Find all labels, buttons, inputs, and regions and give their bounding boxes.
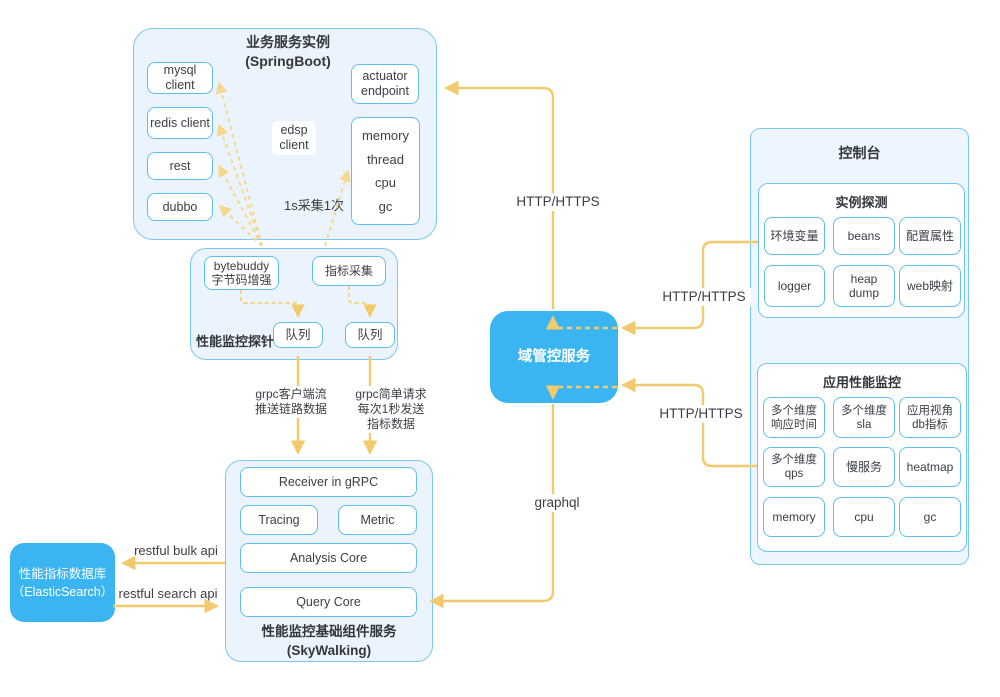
skywalking-title-line2: (SkyWalking) [286,643,372,658]
node-queue-1: 队列 [273,322,323,348]
springboot-title-line2: (SpringBoot) [245,53,331,69]
node-receiver-grpc: Receiver in gRPC [240,467,417,497]
item-env-vars: 环境变量 [764,217,825,255]
node-tracing: Tracing [240,505,318,535]
apm-title: 应用性能监控 [822,375,901,390]
console-apm-section: 应用性能监控 多个维度 响应时间 多个维度 sla 应用视角 db指标 多个维度… [757,363,967,552]
elasticsearch-title-line1: 性能指标数据库 [18,566,107,581]
node-bytebuddy: bytebuddy 字节码增强 [204,256,279,290]
item-gc: gc [899,497,961,537]
node-metric: Metric [338,505,417,535]
grpc-stream-line2: 推送链路数据 [254,402,327,416]
skywalking-title: 性能监控基础组件服务 (SkyWalking) [233,622,425,660]
springboot-title: 业务服务实例 (SpringBoot) [203,33,373,71]
metric-cpu: cpu [375,175,396,191]
elasticsearch-title-line2: （ElasticSearch） [11,584,114,599]
edge-label-graphql: graphql [528,494,586,512]
item-heap-dump: heap dump [833,265,895,307]
node-runtime-metrics: memory thread cpu gc [351,117,420,225]
item-sla: 多个维度 sla [833,397,895,438]
edge-label-http-bottom: HTTP/HTTPS [654,405,748,423]
console-instance-probe-section: 实例探测 环境变量 beans 配置属性 logger heap dump we… [758,183,965,318]
elasticsearch-box: 性能指标数据库 （ElasticSearch） [10,543,115,622]
node-query-core: Query Core [240,587,417,617]
instance-probe-title: 实例探测 [835,195,888,210]
item-cpu: cpu [833,497,895,537]
node-queue-2: 队列 [345,322,395,348]
metric-memory: memory [362,128,409,144]
edge-label-grpc-stream: grpc客户端流 推送链路数据 [244,386,338,418]
node-dubbo: dubbo [147,193,213,221]
node-analysis-core: Analysis Core [240,543,417,573]
edge-label-http-mid: HTTP/HTTPS [657,288,751,306]
item-slow-service: 慢服务 [833,447,895,487]
skywalking-title-line1: 性能监控基础组件服务 [261,624,397,639]
metric-gc: gc [378,198,393,214]
grpc-simple-line3: 指标数据 [366,417,415,431]
springboot-title-line1: 业务服务实例 [246,34,330,50]
node-rest: rest [147,152,213,180]
grpc-simple-line2: 每次1秒发送 [357,402,425,416]
item-memory: memory [763,497,825,537]
item-logger: logger [764,265,825,307]
node-mysql-client: mysql client [147,62,213,94]
edge-label-restful-search: restful search api [118,586,218,601]
item-db-metrics: 应用视角 db指标 [899,397,961,438]
grpc-stream-line1: grpc客户端流 [255,387,327,401]
edge-console-probe-to-domain [621,240,758,336]
edge-label-grpc-simple: grpc简单请求 每次1秒发送 指标数据 [336,386,446,433]
item-beans: beans [833,217,895,255]
node-redis-client: redis client [147,107,213,139]
edge-label-http-top: HTTP/HTTPS [511,193,605,211]
item-heatmap: heatmap [899,447,961,487]
edge-console-apm-to-domain [621,377,757,468]
grpc-simple-line1: grpc简单请求 [355,387,427,401]
item-qps: 多个维度 qps [763,447,825,487]
edge-label-restful-bulk: restful bulk api [134,543,218,558]
probe-label: 性能监控探针 [196,334,275,349]
domain-service-box: 域管控服务 [490,311,618,403]
console-title: 控制台 [838,145,881,161]
item-response-time: 多个维度 响应时间 [763,397,825,438]
node-actuator-endpoint: actuator endpoint [351,64,419,104]
item-web-mapping: web映射 [899,265,961,307]
metric-thread: thread [367,151,404,167]
node-edsp-client: edsp client [272,121,316,155]
item-config-props: 配置属性 [899,217,961,255]
collect-interval-note: 1s采集1次 [284,198,344,213]
node-metric-collector: 指标采集 [312,256,386,286]
